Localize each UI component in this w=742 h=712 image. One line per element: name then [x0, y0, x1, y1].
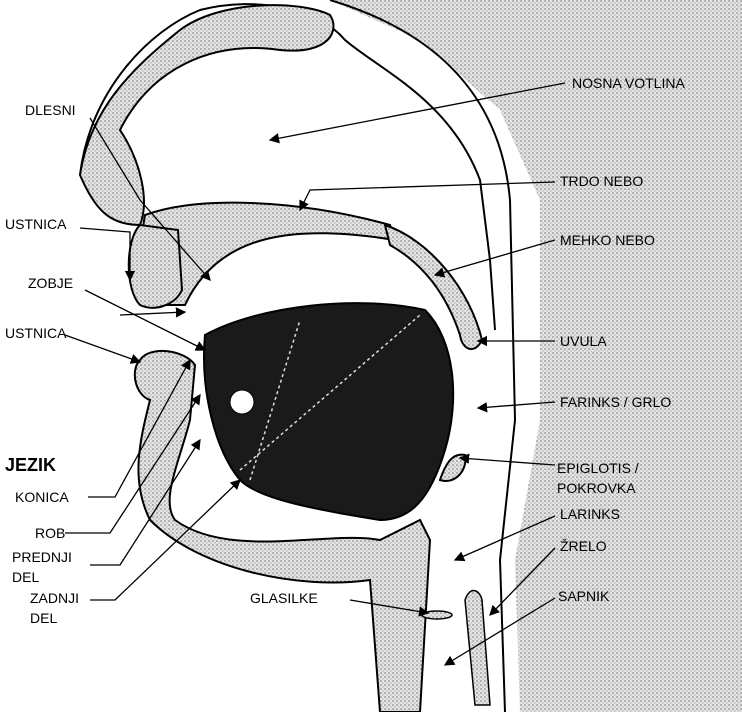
- label-ustnica-lower: USTNICA: [5, 325, 67, 341]
- label-larinks: LARINKS: [560, 506, 620, 522]
- label-ustnica-upper: USTNICA: [5, 216, 67, 232]
- label-zadnji-del: DEL: [30, 610, 58, 626]
- label-zrelo: ŽRELO: [560, 538, 607, 554]
- upper-lip: [127, 223, 184, 309]
- label-uvula: UVULA: [560, 333, 607, 349]
- tongue: [203, 302, 455, 522]
- label-sapnik: SAPNIK: [558, 588, 610, 604]
- label-konica: KONICA: [15, 489, 69, 505]
- label-zobje: ZOBJE: [28, 275, 74, 291]
- label-farinks: FARINKS / GRLO: [560, 394, 672, 410]
- label-prednji: PREDNJI: [12, 549, 72, 565]
- lower-jaw: [133, 349, 432, 712]
- label-trdo-nebo: TRDO NEBO: [560, 173, 644, 189]
- soft-palate: [383, 223, 484, 350]
- label-prednji-del: DEL: [12, 569, 40, 585]
- posterior-wall: [330, 0, 742, 712]
- label-zadnji: ZADNJI: [30, 590, 79, 606]
- label-jezik: JEZIK: [5, 455, 57, 475]
- esophagus: [464, 589, 491, 706]
- label-glasilke: GLASILKE: [250, 590, 318, 606]
- label-nosna-votlina: NOSNA VOTLINA: [572, 75, 685, 91]
- label-pokrovka: POKROVKA: [557, 480, 636, 496]
- label-epiglotis: EPIGLOTIS /: [557, 460, 639, 476]
- label-dlesni: DLESNI: [25, 102, 76, 118]
- label-rob: ROB: [35, 525, 66, 541]
- label-mehko-nebo: MEHKO NEBO: [560, 232, 655, 248]
